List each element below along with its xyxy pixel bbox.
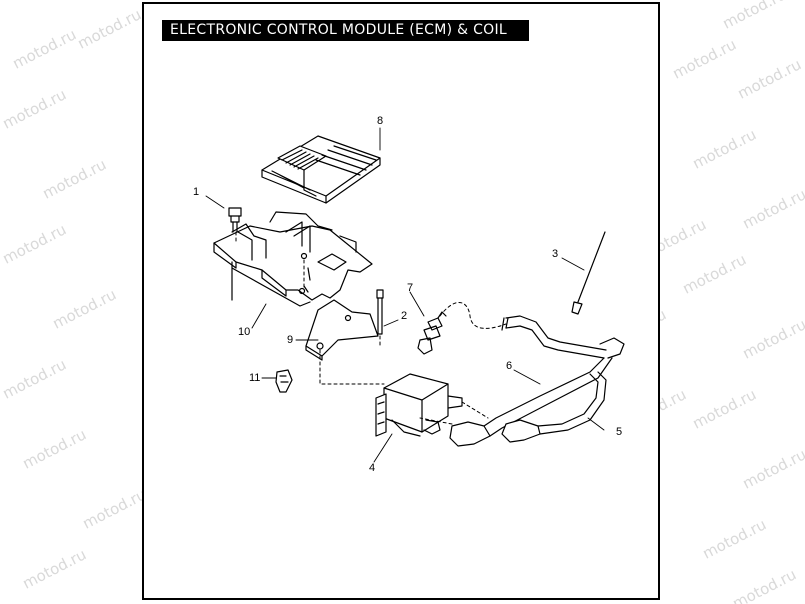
diagram-frame xyxy=(142,2,660,600)
ecm-module xyxy=(261,135,381,204)
callout-3: 3 xyxy=(552,248,559,260)
callout-9: 9 xyxy=(287,334,294,346)
coil-bracket xyxy=(305,299,379,361)
ignition-coil xyxy=(375,373,463,437)
assembly-lines xyxy=(235,231,507,425)
mounting-bracket xyxy=(213,211,373,307)
callout-1: 1 xyxy=(193,186,200,198)
screw xyxy=(228,207,242,233)
callout-10: 10 xyxy=(238,326,251,338)
callout-11: 11 xyxy=(249,372,261,384)
callout-2: 2 xyxy=(401,310,408,322)
callout-8: 8 xyxy=(377,115,384,127)
leader-lines xyxy=(205,127,605,463)
callout-6: 6 xyxy=(506,360,513,372)
callout-4: 4 xyxy=(369,462,376,474)
spark-plug xyxy=(417,311,447,355)
callout-7: 7 xyxy=(407,282,414,294)
tie-wire xyxy=(571,231,606,315)
plug-cable-upper xyxy=(449,315,625,447)
plug-cable-lower xyxy=(501,371,607,443)
long-bolt xyxy=(376,289,384,335)
diagram-title: ELECTRONIC CONTROL MODULE (ECM) & COIL xyxy=(162,20,529,41)
wire-clip xyxy=(275,369,293,393)
callout-5: 5 xyxy=(616,426,623,438)
